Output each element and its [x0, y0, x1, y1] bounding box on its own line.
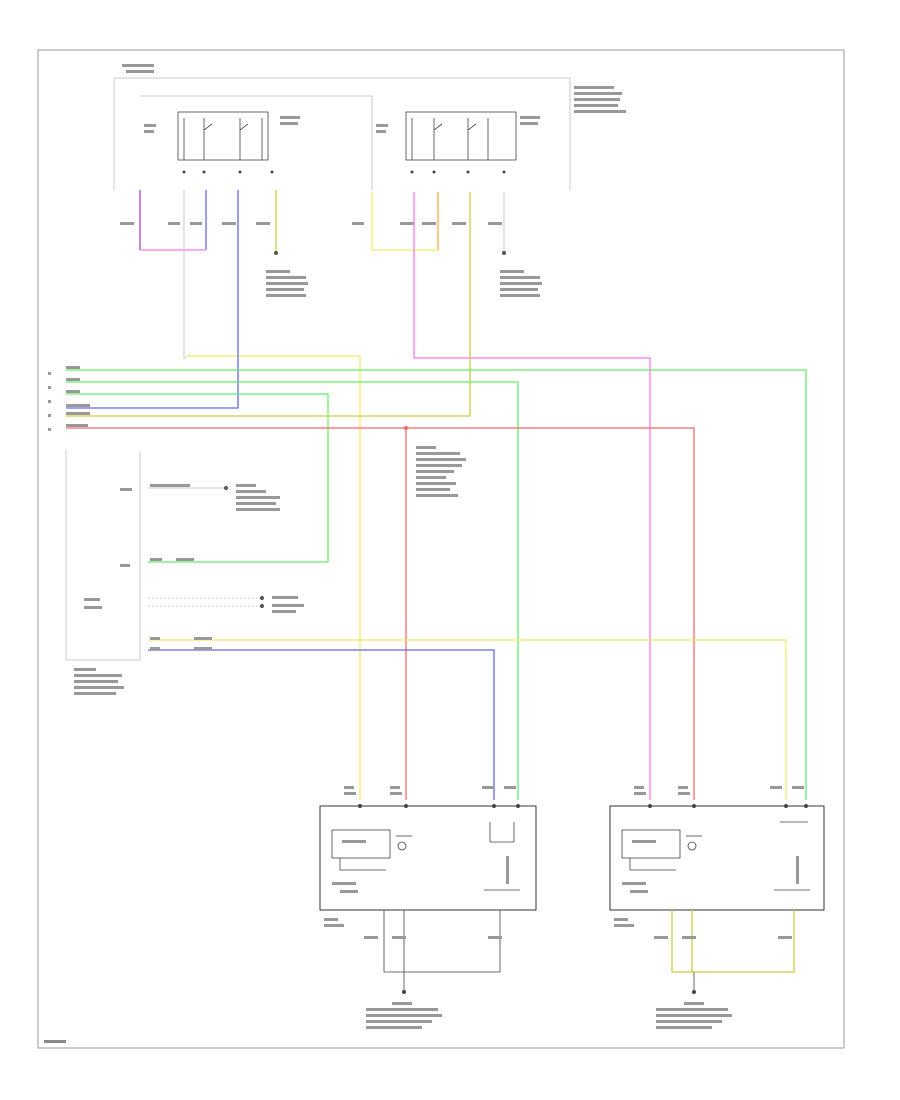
lamp-pin-tags — [344, 786, 804, 795]
right-headlamp-switch — [177, 111, 274, 174]
top-bracket — [113, 77, 571, 190]
wire-blue-to-right-lamp — [148, 649, 495, 800]
bus-wire-tags — [48, 366, 90, 431]
left-lamp-ground — [654, 910, 795, 1029]
wire-olive-right — [66, 192, 471, 417]
right-headlamp-assembly — [319, 804, 537, 927]
footer-code-mark — [44, 1040, 66, 1043]
bus-green-2 — [66, 381, 519, 800]
top-bracket-inner — [140, 95, 373, 190]
bus-green-3 — [66, 393, 329, 563]
left-headlamp-switch — [405, 111, 517, 174]
wire-blue-left — [66, 190, 239, 409]
left-headlamp-assembly — [609, 804, 825, 927]
headlamp-control-module — [65, 450, 141, 695]
bus-green-1 — [66, 369, 807, 800]
switch-label-blocks — [120, 64, 626, 297]
wire-grey-down — [183, 190, 186, 359]
module-label-blocks — [84, 446, 466, 650]
bus-red — [66, 427, 695, 800]
right-lamp-ground — [364, 910, 502, 1029]
wire-pink-to-left-lamp — [413, 192, 651, 800]
diagram-frame — [37, 49, 845, 1049]
wire-yellow-to-right-lamp — [186, 355, 361, 800]
wire-yellow-to-left-lamp — [148, 639, 787, 800]
